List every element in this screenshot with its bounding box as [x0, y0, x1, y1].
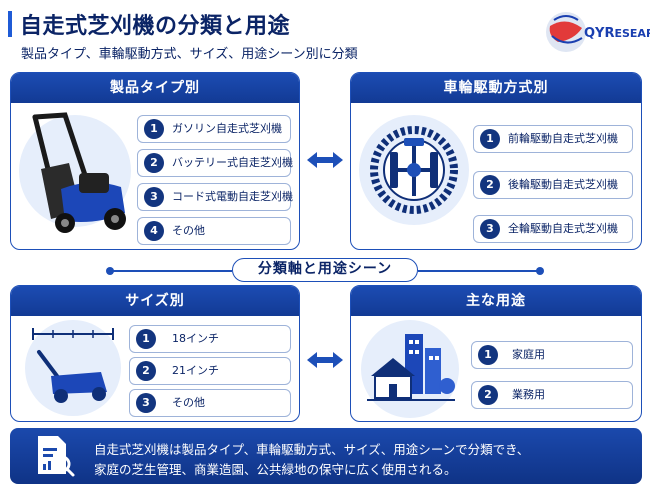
logo-text: QYRESEARCH [584, 26, 650, 41]
qyr-research-logo: QYRESEARCH [544, 6, 650, 58]
page-subtitle: 製品タイプ、車輪駆動方式、サイズ、用途シーン別に分類 [21, 47, 358, 62]
divider-dot-left [106, 267, 114, 275]
panel-header-usage: 主な用途 [351, 286, 641, 316]
ruler-mower-icon [32, 328, 114, 403]
summary-footer: 自走式芝刈機は製品タイプ、車輪駆動方式、サイズ、用途シーンで分類でき、 家庭の芝… [10, 428, 642, 484]
panel-header-product-type: 製品タイプ別 [11, 73, 299, 103]
house-building-icon [367, 334, 455, 401]
wheel-drive-icon [370, 126, 458, 214]
panel-header-size: サイズ別 [11, 286, 299, 316]
double-arrow-icon [307, 152, 343, 168]
divider-label: 分類軸と用途シーン [232, 258, 418, 282]
footer-text-line-1: 自走式芝刈機は製品タイプ、車輪駆動方式、サイズ、用途シーンで分類でき、 [94, 442, 530, 457]
divider-line-right [418, 270, 538, 272]
report-analysis-icon [38, 436, 75, 477]
page-title: 自走式芝刈機の分類と用途 [20, 14, 291, 39]
divider-dot-right [536, 267, 544, 275]
globe-icon [546, 12, 586, 52]
footer-text-line-2: 家庭の芝生管理、商業造園、公共緑地の保守に広く使用される。 [94, 462, 457, 477]
lawn-mower-icon [32, 112, 126, 233]
panel-header-drive-type: 車輪駆動方式別 [351, 73, 641, 103]
double-arrow-icon [307, 352, 343, 368]
divider-line-left [112, 270, 232, 272]
title-accent-bar [8, 11, 12, 37]
